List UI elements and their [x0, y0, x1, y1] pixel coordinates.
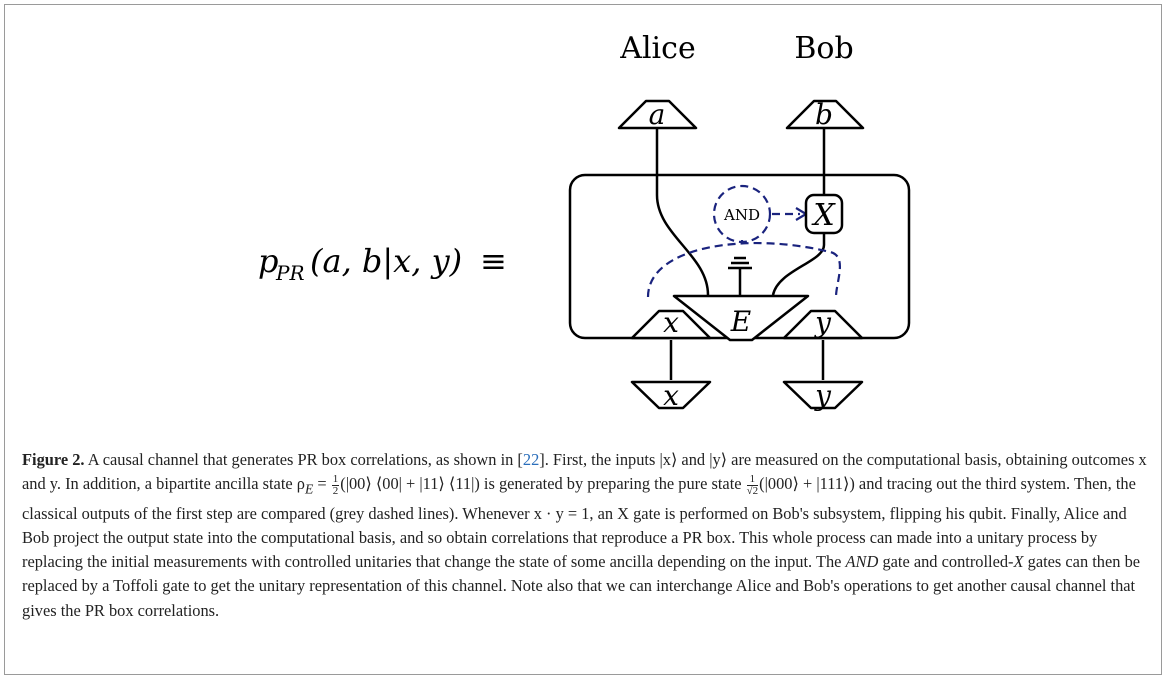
x-gate: [804, 193, 844, 235]
caption-text-5: (|000⟩ + |111⟩) and tracing out the thir…: [22, 474, 1136, 572]
input-y-triangle: [782, 380, 864, 410]
caption-text-1: A causal channel that generates PR box c…: [84, 450, 523, 469]
meas-y-triangle: [782, 309, 864, 340]
source-e-label: E: [730, 305, 751, 338]
pr-box-diagram: Alice Bob p PR (a, b|x, y) ≡ AND X: [258, 31, 911, 412]
input-x-triangle: [630, 380, 712, 410]
fraction-half-den: 2: [332, 484, 339, 497]
figure-caption: Figure 2. A causal channel that generate…: [22, 448, 1150, 623]
lhs-subscript: PR: [275, 261, 305, 285]
meas-x-label: x: [663, 306, 679, 339]
fraction-sqrt: 1√2: [746, 473, 759, 497]
classical-dashed-lines: [646, 184, 841, 298]
meas-y-label: y: [813, 306, 832, 339]
caption-text-7: gates can then be replaced by a Toffoli …: [22, 552, 1141, 620]
and-gate-label: AND: [723, 206, 760, 224]
caption-text-6: gate and controlled-: [878, 552, 1014, 572]
meas-x-triangle: [630, 309, 712, 340]
input-y-label: y: [813, 379, 832, 412]
fraction-half-num: 1: [331, 472, 340, 486]
x-gate-label: X: [811, 198, 836, 233]
caption-text-2: ]. First, the inputs |x⟩ and |y⟩ are mea…: [22, 450, 1147, 494]
wires: [655, 128, 826, 380]
output-b-triangle: [785, 99, 865, 130]
bob-label: Bob: [794, 31, 853, 66]
wire-b-bottom: [771, 233, 826, 296]
caption-text-3: =: [313, 474, 331, 494]
source-e-triangle: [672, 294, 810, 342]
trace-out-icon: [728, 256, 752, 270]
caption-x-word: X: [1013, 552, 1024, 572]
caption-and-word: AND: [845, 552, 879, 572]
wire-a: [655, 128, 710, 296]
lhs-args: (a, b|x, y): [310, 242, 462, 280]
fraction-sqrt-den: √2: [746, 484, 759, 497]
and-gate-circle: [712, 184, 772, 244]
arrow-icon: [795, 207, 809, 221]
fraction-sqrt-num: 1: [746, 473, 759, 486]
dashed-arc: [646, 242, 841, 298]
figure-frame: [4, 4, 1162, 675]
lhs-equiv: ≡: [480, 242, 507, 280]
lhs-formula: p PR (a, b|x, y) ≡: [258, 242, 507, 285]
rho-subscript: E: [304, 481, 314, 497]
lhs-main: p: [258, 242, 278, 280]
output-a-label: a: [649, 98, 666, 131]
caption-label: Figure 2.: [22, 450, 85, 469]
output-b-label: b: [815, 98, 833, 131]
alice-label: Alice: [619, 31, 695, 66]
caption-text-4: (|00⟩ ⟨00| + |11⟩ ⟨11|) is generated by …: [340, 474, 746, 494]
input-x-label: x: [663, 379, 679, 412]
output-a-triangle: [617, 99, 698, 130]
citation-link[interactable]: 22: [522, 450, 540, 469]
